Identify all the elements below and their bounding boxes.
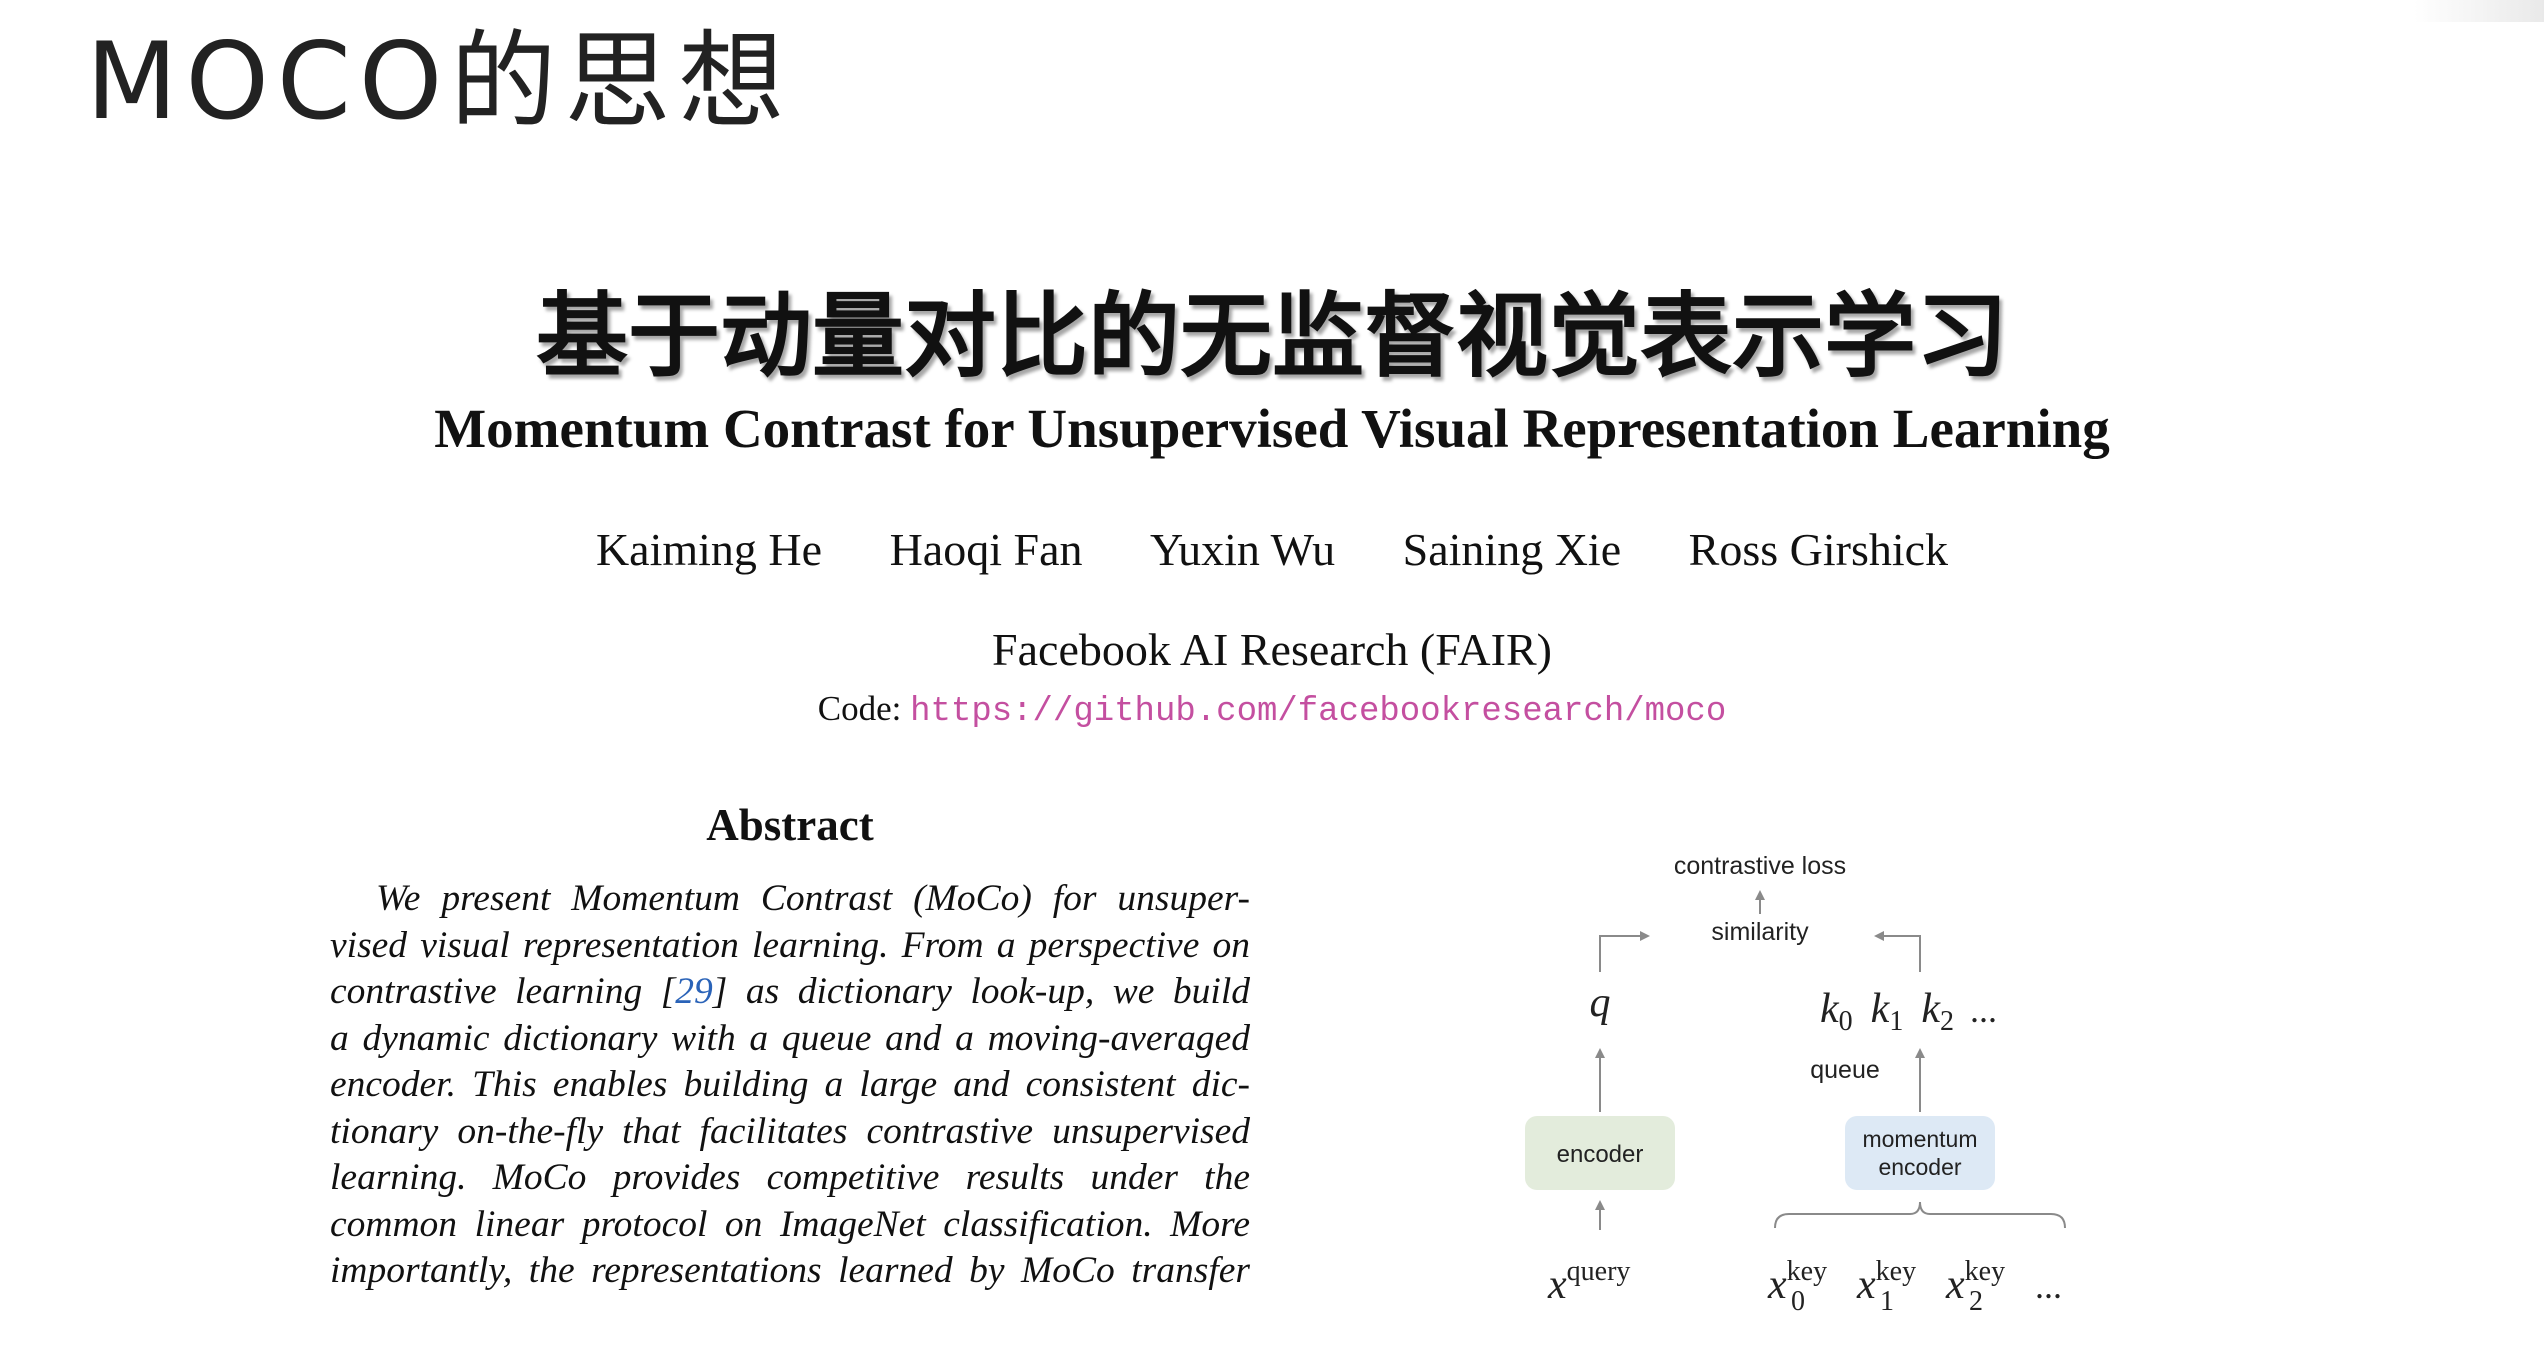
- query-superscript: query: [1567, 1256, 1631, 1287]
- author-name: Haoqi Fan: [889, 524, 1083, 575]
- key-subscript: 1: [1889, 1006, 1903, 1037]
- query-to-similarity-arrow: [1599, 931, 1650, 972]
- input-symbol: x: [1856, 1262, 1876, 1308]
- affiliation: Facebook AI Research (FAIR): [992, 624, 1552, 675]
- momentum-encoder-box: [1845, 1116, 1995, 1190]
- citation-link[interactable]: 29: [675, 971, 713, 1012]
- encoder-label: encoder: [1557, 1141, 1644, 1168]
- abstract-line: a dynamic dictionary with a queue and a …: [330, 1017, 1250, 1059]
- keys-brace: [1774, 1201, 2066, 1229]
- key-input-subscript: 2: [1969, 1286, 1983, 1317]
- key-superscript: key: [1876, 1256, 1916, 1287]
- query-symbol: q: [1590, 980, 1611, 1026]
- author-name: Kaiming He: [595, 524, 823, 575]
- key-input-0: xkey: [1767, 1256, 1827, 1308]
- queue-label: queue: [1810, 1056, 1880, 1084]
- key-symbol: k: [1820, 986, 1840, 1032]
- key-input-subscript: 1: [1880, 1286, 1894, 1317]
- abstract-line: vised visual representation learning. Fr…: [330, 924, 1250, 966]
- key-input-subscript: 0: [1791, 1286, 1805, 1317]
- author-name: Ross Girshick: [1688, 524, 1949, 575]
- key-input-2: xkey: [1945, 1256, 2005, 1308]
- momentum-encoder-label-line2: encoder: [1878, 1154, 1961, 1180]
- abstract-text: ] as dictionary look-up, we build: [712, 971, 1251, 1012]
- abstract-line: tionary on-the-fly that facilitates cont…: [330, 1110, 1250, 1152]
- abstract-line: common linear protocol on ImageNet class…: [330, 1203, 1250, 1245]
- abstract-line: We present Momentum Contrast (MoCo) for …: [376, 878, 1250, 919]
- key-symbol: k: [1921, 986, 1941, 1032]
- input-symbol: x: [1767, 1262, 1787, 1308]
- key-superscript: key: [1787, 1256, 1827, 1287]
- similarity-label: similarity: [1711, 918, 1809, 946]
- input-symbol: x: [1547, 1262, 1567, 1308]
- key-input-1: xkey: [1856, 1256, 1916, 1308]
- corner-shading: [2414, 0, 2544, 22]
- abstract-line: contrastive learning [29] as dictionary …: [330, 969, 1250, 1016]
- key-ellipsis: ...: [1970, 990, 1997, 1030]
- paper-title-chinese: 基于动量对比的无监督视觉表示学习: [535, 283, 2008, 390]
- contrastive-loss-label: contrastive loss: [1674, 852, 1846, 880]
- code-label: Code:: [817, 689, 902, 728]
- slide-title: MOCO的思想: [86, 20, 793, 143]
- code-url-link[interactable]: https://github.com/facebookresearch/moco: [910, 693, 1727, 731]
- key-symbol: k: [1871, 986, 1891, 1032]
- key-subscript: 2: [1940, 1006, 1954, 1037]
- code-line: Code: https://github.com/facebookresearc…: [0, 688, 2544, 733]
- encoder-box: [1525, 1116, 1675, 1190]
- abstract-heading: Abstract: [706, 800, 874, 850]
- abstract-line: learning. MoCo provides competitive resu…: [330, 1157, 1250, 1198]
- key-input-ellipsis: ...: [2035, 1266, 2062, 1306]
- abstract-line: importantly, the representations learned…: [330, 1250, 1250, 1291]
- keys-to-similarity-arrow: [1874, 931, 1921, 972]
- author-name: Saining Xie: [1402, 524, 1622, 575]
- abstract-line: encoder. This enables building a large a…: [330, 1064, 1250, 1105]
- query-input: xquery: [1547, 1256, 1630, 1308]
- key-superscript: key: [1965, 1256, 2005, 1287]
- paper-title-english: Momentum Contrast for Unsupervised Visua…: [434, 398, 2110, 459]
- key-subscript: 0: [1839, 1006, 1853, 1037]
- momentum-encoder-label-line1: momentum: [1862, 1126, 1977, 1152]
- input-symbol: x: [1945, 1262, 1965, 1308]
- abstract-body: We present Momentum Contrast (MoCo) for …: [330, 876, 1250, 1295]
- author-name: Yuxin Wu: [1150, 524, 1336, 575]
- author-list: Kaiming He Haoqi Fan Yuxin Wu Saining Xi…: [0, 522, 2544, 577]
- abstract-text: contrastive learning [: [330, 971, 676, 1012]
